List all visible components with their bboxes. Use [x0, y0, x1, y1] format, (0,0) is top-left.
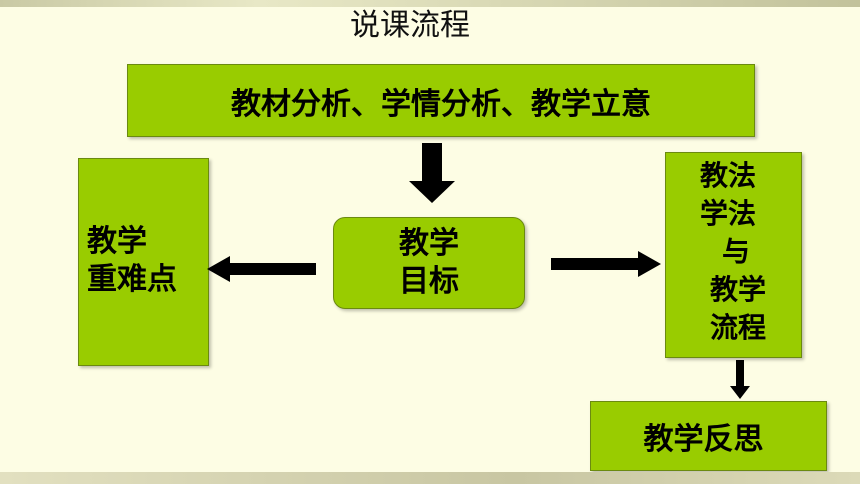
bottom-decorative-band: [0, 472, 860, 484]
methods-process-box: 教法 学法 与 教学 流程: [665, 152, 802, 358]
analysis-box-label: 教材分析、学情分析、教学立意: [231, 86, 651, 122]
methods-process-line-5: 流程: [710, 311, 767, 344]
arrow-right-to-methods: [551, 251, 661, 277]
methods-process-line-3: 与: [722, 235, 751, 268]
methods-process-line-4: 教学: [710, 273, 767, 306]
page-title: 说课流程: [350, 8, 470, 43]
teaching-reflection-box: 教学反思: [590, 401, 827, 471]
methods-process-line-1: 教法: [700, 159, 757, 192]
key-difficult-points-line-2: 重难点: [87, 262, 177, 297]
top-decorative-band: [0, 0, 860, 7]
analysis-box: 教材分析、学情分析、教学立意: [127, 64, 755, 137]
arrow-down-to-objectives: [409, 143, 455, 203]
teaching-reflection-label: 教学反思: [643, 422, 764, 457]
arrow-down-to-reflection: [730, 360, 750, 399]
teaching-objectives-box: 教学 目标: [333, 217, 525, 309]
teaching-objectives-line-1: 教学: [399, 226, 459, 261]
key-difficult-points-line-1: 教学: [87, 224, 147, 259]
methods-process-line-2: 学法: [700, 197, 757, 230]
teaching-objectives-line-2: 目标: [399, 264, 459, 299]
arrow-left-to-key-points: [207, 256, 316, 282]
key-difficult-points-box: 教学 重难点: [78, 158, 209, 366]
